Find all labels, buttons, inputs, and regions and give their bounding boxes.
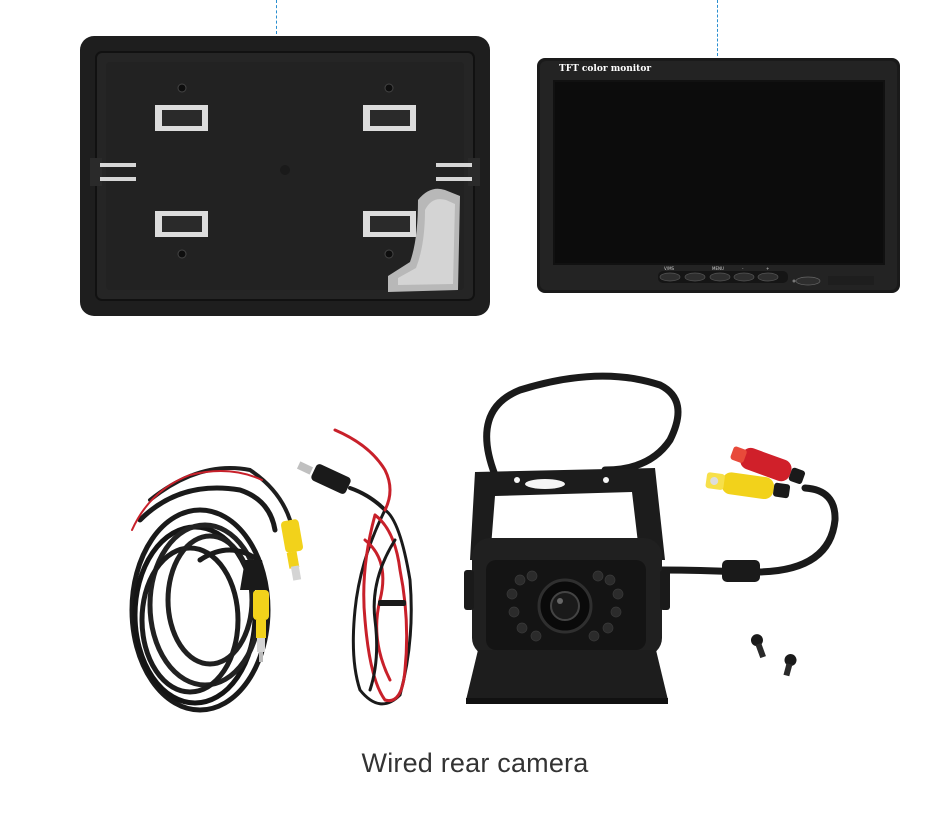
- power-cable: [296, 428, 413, 706]
- mounting-screws: [750, 634, 797, 677]
- rear-camera: [464, 372, 839, 704]
- tft-monitor: TFT color monitor V/MS MENU - +: [537, 58, 900, 293]
- monitor-button-label: V/MS: [664, 266, 675, 271]
- product-caption: Wired rear camera: [361, 748, 589, 778]
- guide-line-right: [717, 0, 719, 56]
- monitor-button-label: -: [742, 266, 744, 271]
- monitor-brand-label: TFT color monitor: [559, 64, 651, 74]
- monitor-button-label: +: [766, 266, 769, 271]
- rca-extension-cable: [129, 466, 304, 713]
- monitor-button-label: MENU: [712, 266, 724, 271]
- monitor-bracket: [80, 36, 490, 316]
- guide-line-left: [276, 0, 278, 34]
